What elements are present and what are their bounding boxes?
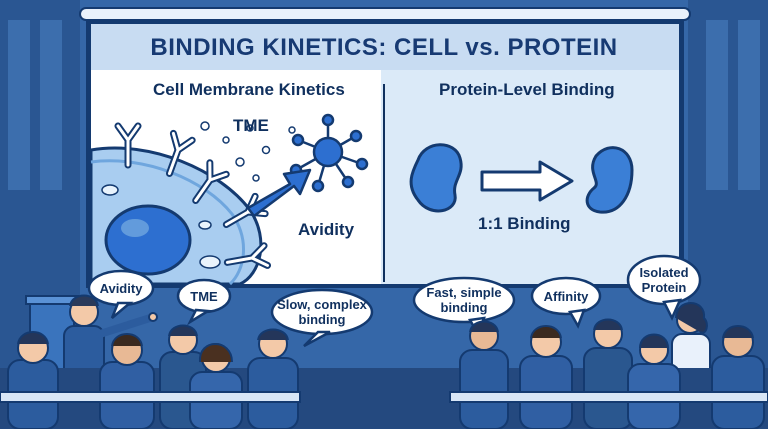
binding-ratio-label: 1:1 Binding xyxy=(478,214,571,234)
avidity-label: Avidity xyxy=(298,220,354,240)
projector-roller xyxy=(80,8,690,20)
page-title: BINDING KINETICS: CELL vs. PROTEIN xyxy=(90,34,678,62)
bubble-avidity: Avidity xyxy=(91,281,151,296)
bubble-slow-binding: Slow, complex binding xyxy=(276,297,368,327)
left-panel-heading: Cell Membrane Kinetics xyxy=(153,80,345,100)
bubble-affinity: Affinity xyxy=(534,289,598,304)
bubble-fast-binding: Fast, simple binding xyxy=(418,285,510,315)
right-panel-heading: Protein-Level Binding xyxy=(439,80,615,100)
bubble-isolated-protein: Isolated Protein xyxy=(632,265,696,295)
bubble-tme: TME xyxy=(180,289,228,304)
tme-label: TME xyxy=(233,116,269,136)
